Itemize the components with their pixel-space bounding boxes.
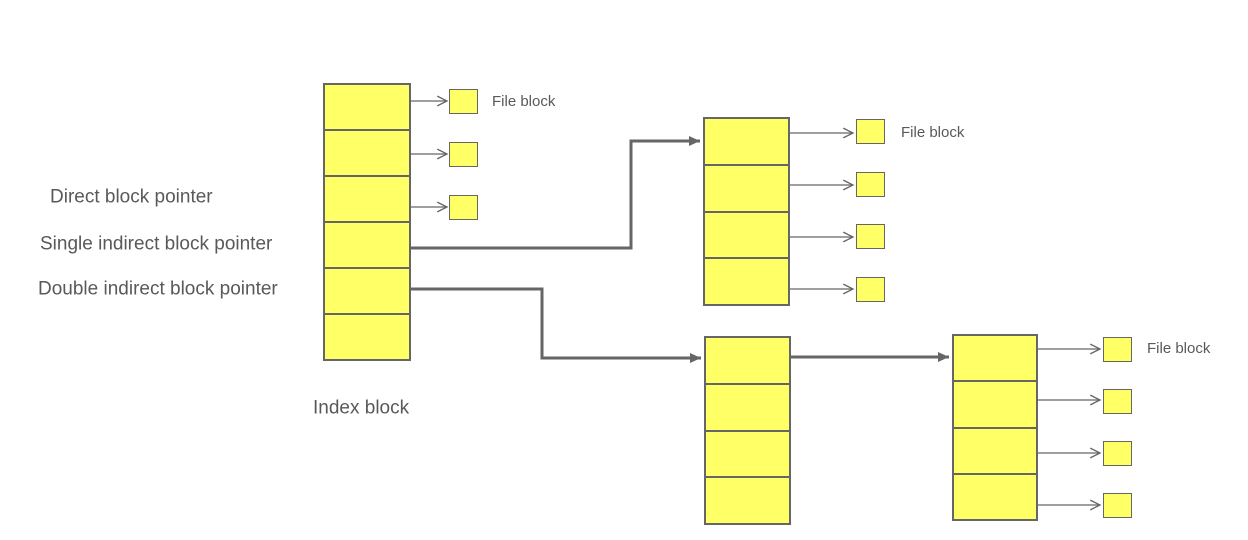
file-block — [1103, 493, 1132, 518]
pointer-cell — [325, 85, 409, 131]
file-block — [856, 119, 885, 144]
pointer-cell — [705, 166, 788, 213]
file-block — [856, 224, 885, 249]
label-direct-block-pointer: Direct block pointer — [50, 186, 213, 208]
label-index-block: Index block — [313, 397, 410, 419]
pointer-cell — [706, 338, 789, 385]
file-block — [449, 195, 478, 220]
single-indirect-pointer-arrow — [383, 136, 700, 250]
pointer-cell — [325, 131, 409, 177]
file-block — [1103, 389, 1132, 414]
double-indirect-file-blocks-group — [1103, 337, 1132, 518]
index-block-inode — [323, 83, 411, 361]
pointer-cell — [954, 336, 1036, 383]
single-indirect-index-block — [703, 117, 790, 306]
label-file-block-double-indirect: File block — [1147, 340, 1211, 357]
pointer-cell — [705, 259, 788, 304]
pointer-cell — [706, 478, 789, 523]
double-indirect-level2-index-block — [952, 334, 1038, 521]
label-double-indirect-block-pointer: Double indirect block pointer — [38, 278, 278, 300]
label-single-indirect-block-pointer: Single indirect block pointer — [40, 233, 273, 255]
pointer-cell — [706, 432, 789, 479]
pointer-cell — [325, 223, 409, 269]
pointer-cell — [325, 315, 409, 359]
pointer-cell — [325, 269, 409, 315]
pointer-cell — [705, 119, 788, 166]
pointer-cell — [325, 177, 409, 223]
file-block — [856, 276, 885, 302]
pointer-cell — [954, 429, 1036, 475]
file-block — [1103, 337, 1132, 362]
file-block — [449, 142, 478, 167]
file-block — [1103, 441, 1132, 466]
single-indirect-file-blocks-group — [856, 119, 885, 302]
file-block — [449, 89, 478, 114]
label-file-block-direct: File block — [492, 93, 556, 110]
double-indirect-level1-index-block — [704, 336, 791, 525]
direct-file-blocks-group — [449, 89, 478, 220]
file-block — [856, 171, 885, 197]
pointer-cell — [705, 213, 788, 260]
double-indirect-pointer-arrow — [382, 287, 701, 363]
pointer-cell — [706, 385, 789, 432]
pointer-cell — [954, 475, 1036, 519]
label-file-block-single-indirect: File block — [901, 124, 965, 141]
pointer-cell — [954, 382, 1036, 429]
